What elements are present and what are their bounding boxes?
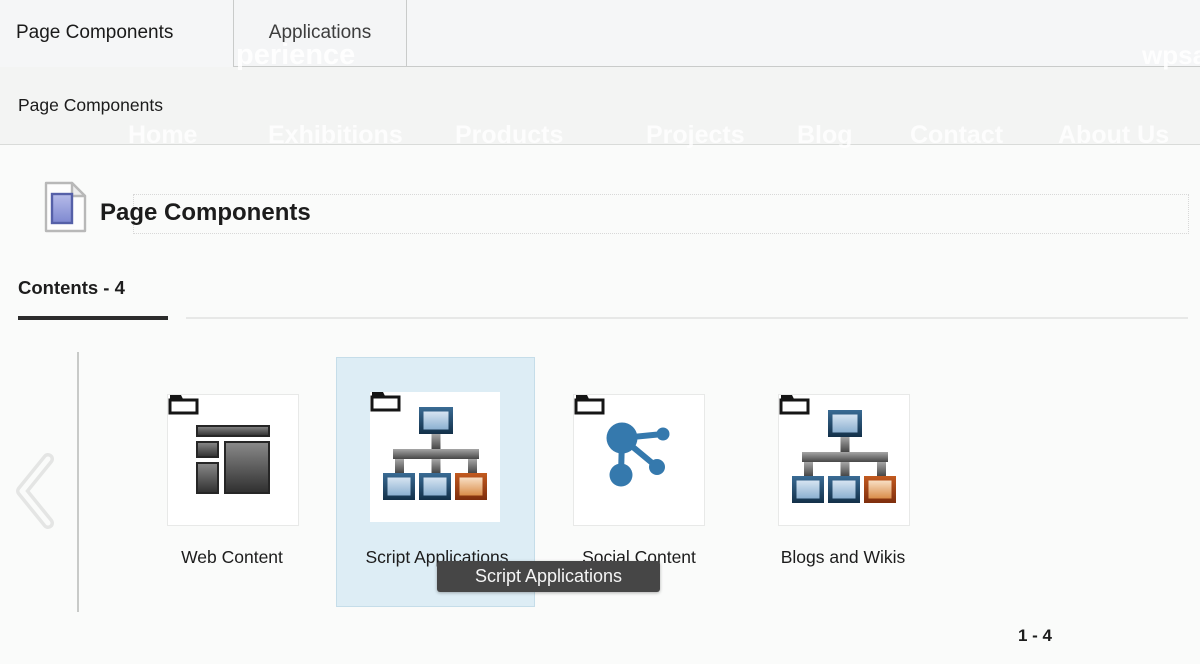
web-layout-icon [196, 425, 270, 494]
tile-label-web-content: Web Content [181, 547, 283, 567]
background-nav-item-projects: Projects [646, 121, 745, 149]
tab-applications-label: Applications [268, 22, 372, 43]
background-watermark-right: wpsa [1142, 40, 1200, 70]
background-nav-item-home: Home [128, 121, 198, 149]
tile-label-blogs-and-wikis: Blogs and Wikis [780, 547, 906, 567]
page-title: Page Components [100, 199, 311, 226]
background-nav-item-exhibitions: Exhibitions [268, 121, 403, 149]
chevron-left-icon[interactable] [6, 447, 62, 535]
tab-strip-border [233, 66, 1200, 67]
background-nav-item-blog: Blog [797, 121, 853, 149]
subheader-strip: Page Components Home Exhibitions Product… [0, 67, 1200, 149]
sitemap-icon [383, 407, 487, 500]
folder-icon [168, 395, 199, 415]
background-watermark-center: perience [236, 39, 356, 71]
tab-page-components-label: Page Components [16, 22, 174, 43]
folder-icon [574, 395, 605, 415]
background-nav-item-products: Products [455, 121, 564, 149]
tile-social-content[interactable] [573, 394, 705, 526]
sitemap-icon [792, 410, 896, 503]
tab-applications[interactable]: Applications [233, 0, 407, 66]
tab-strip: wpsa Page Components Applications perien… [0, 0, 1200, 71]
tile-blogs-and-wikis[interactable] [778, 394, 910, 526]
social-share-icon [606, 422, 670, 487]
background-nav-item-about-us: About Us [1058, 121, 1170, 149]
page-document-icon [44, 181, 87, 233]
subheader-title: Page Components [18, 95, 163, 115]
background-nav-item-contact: Contact [910, 121, 1004, 149]
tab-page-components[interactable]: Page Components [0, 0, 233, 66]
title-focus-outline [133, 194, 1189, 234]
tab-baseline [186, 317, 1188, 319]
tooltip: Script Applications [437, 561, 660, 592]
tab-contents[interactable]: Contents - 4 [18, 277, 125, 298]
folder-icon [779, 395, 810, 415]
tile-script-applications[interactable] [370, 392, 500, 522]
pagination-range: 1 - 4 [1017, 626, 1053, 645]
tab-contents-active-indicator [18, 316, 168, 320]
folder-icon [370, 392, 401, 412]
tile-web-content[interactable] [167, 394, 299, 526]
vertical-divider [77, 352, 79, 612]
